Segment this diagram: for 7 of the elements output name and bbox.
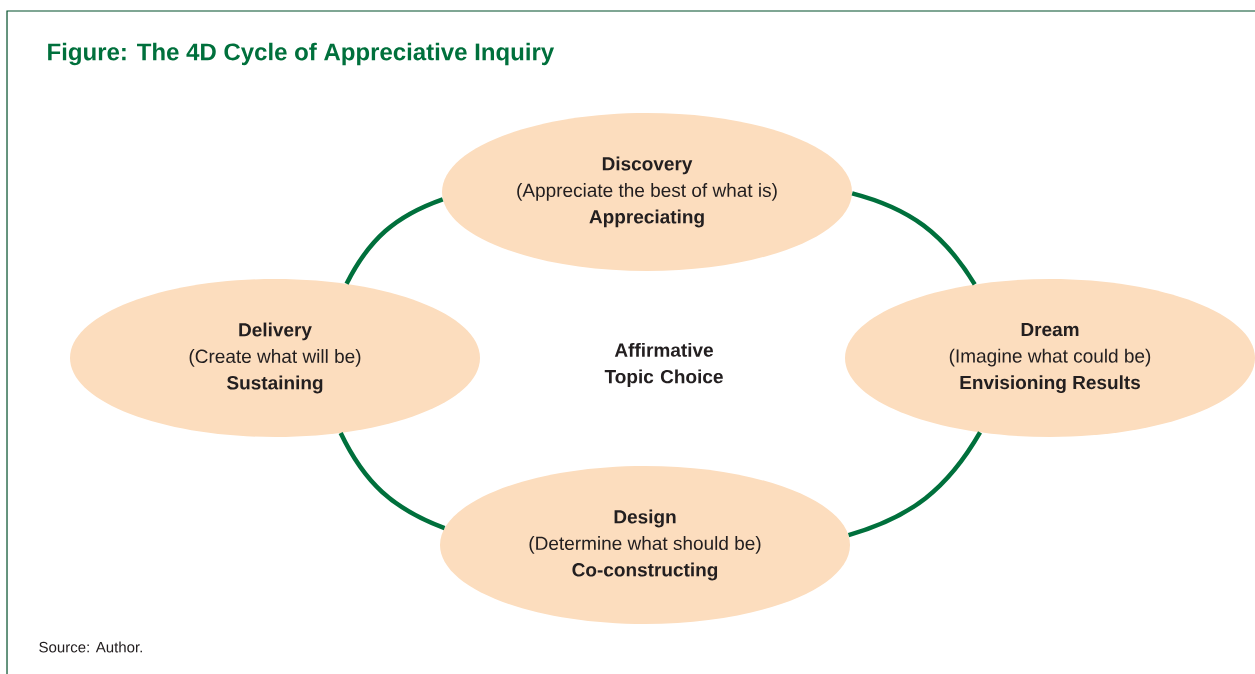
center-label: Affirmative Topic Choice — [604, 342, 723, 388]
connector — [338, 432, 446, 531]
connector — [847, 431, 982, 538]
connector — [344, 197, 444, 285]
connector — [851, 191, 977, 286]
caption: Source: Author. — [39, 641, 142, 653]
title: Figure: The 4D Cycle of Appreciative Inquiry — [48, 42, 555, 66]
